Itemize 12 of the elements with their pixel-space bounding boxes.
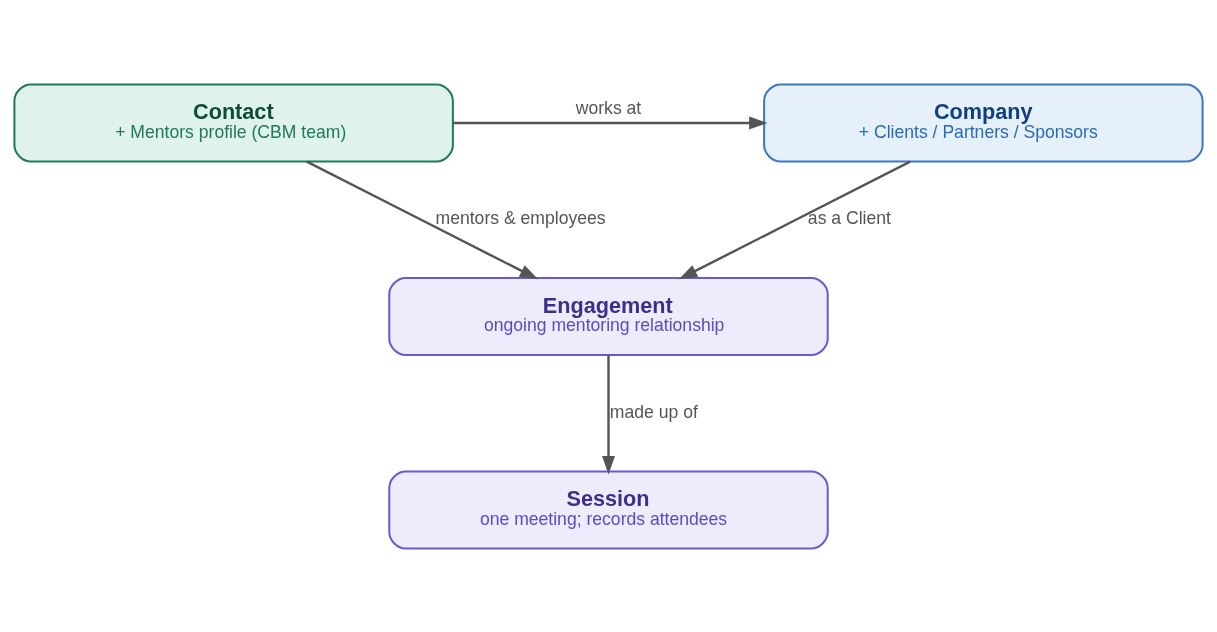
arrow [678, 160, 911, 279]
node-box: Contact + Mentors profile (CBM team) [13, 82, 454, 163]
node-box: Company + Clients / Partners / Sponsors [763, 82, 1204, 163]
edge-label: as a Client [807, 207, 891, 228]
arrow [306, 160, 539, 279]
edge-label: mentors & employees [435, 207, 606, 228]
node-box: Engagement ongoing mentoring relationship [388, 276, 829, 356]
arrow [453, 116, 768, 129]
arrow [602, 354, 615, 475]
edge-label: works at [575, 97, 642, 118]
edge-label: made up of [609, 401, 698, 422]
node-box: Session one meeting; records attendees [388, 469, 829, 550]
